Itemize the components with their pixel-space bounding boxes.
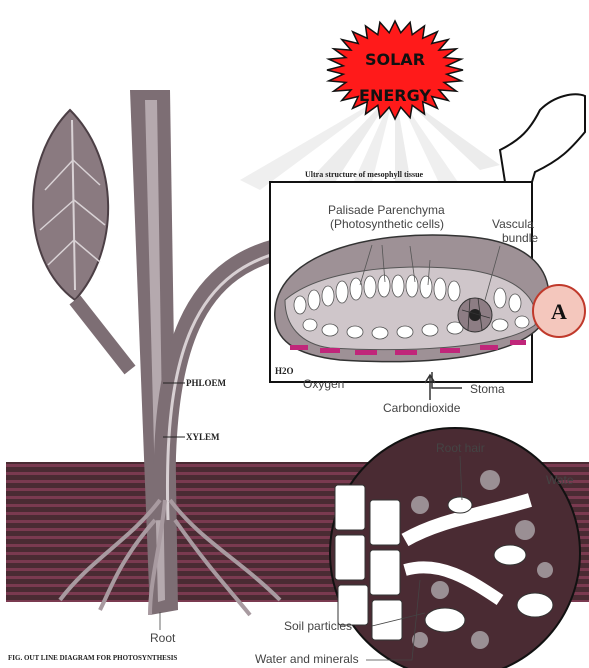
label-root-hair: Root hair (436, 441, 485, 455)
marker-a-label: A (551, 299, 567, 324)
label-water-minerals: Water and minerals (255, 652, 359, 666)
label-root: Root (150, 631, 176, 645)
left-leaf (33, 110, 130, 370)
label-h2o: H2O (275, 366, 294, 376)
label-palisade-2: (Photosynthetic cells) (330, 217, 444, 231)
label-carbondioxide: Carbondioxide (383, 401, 461, 415)
label-palisade-1: Palisade Parenchyma (328, 203, 445, 217)
label-phloem: PHLOEM (186, 378, 227, 388)
inset-title: Ultra structure of mesophyll tissue (305, 170, 424, 179)
root-zoom (330, 428, 580, 668)
label-oxygen: Oxygen (303, 377, 344, 391)
label-stoma: Stoma (470, 382, 505, 396)
solar-label-line1: SOLAR (365, 50, 425, 69)
label-xylem: XYLEM (186, 432, 220, 442)
figure-caption: FIG. OUT LINE DIAGRAM FOR PHOTOSYNTHESIS (8, 654, 177, 662)
label-vascular-1: Vascula (492, 217, 534, 231)
solar-energy-starburst: SOLAR ENERGY (327, 21, 463, 119)
label-soil-particles: Soil particles (284, 619, 352, 633)
callout-line (500, 94, 585, 182)
solar-label-line2: ENERGY (359, 86, 431, 105)
label-vascular-2: bundle (502, 231, 538, 245)
label-water: Wate (546, 473, 574, 487)
